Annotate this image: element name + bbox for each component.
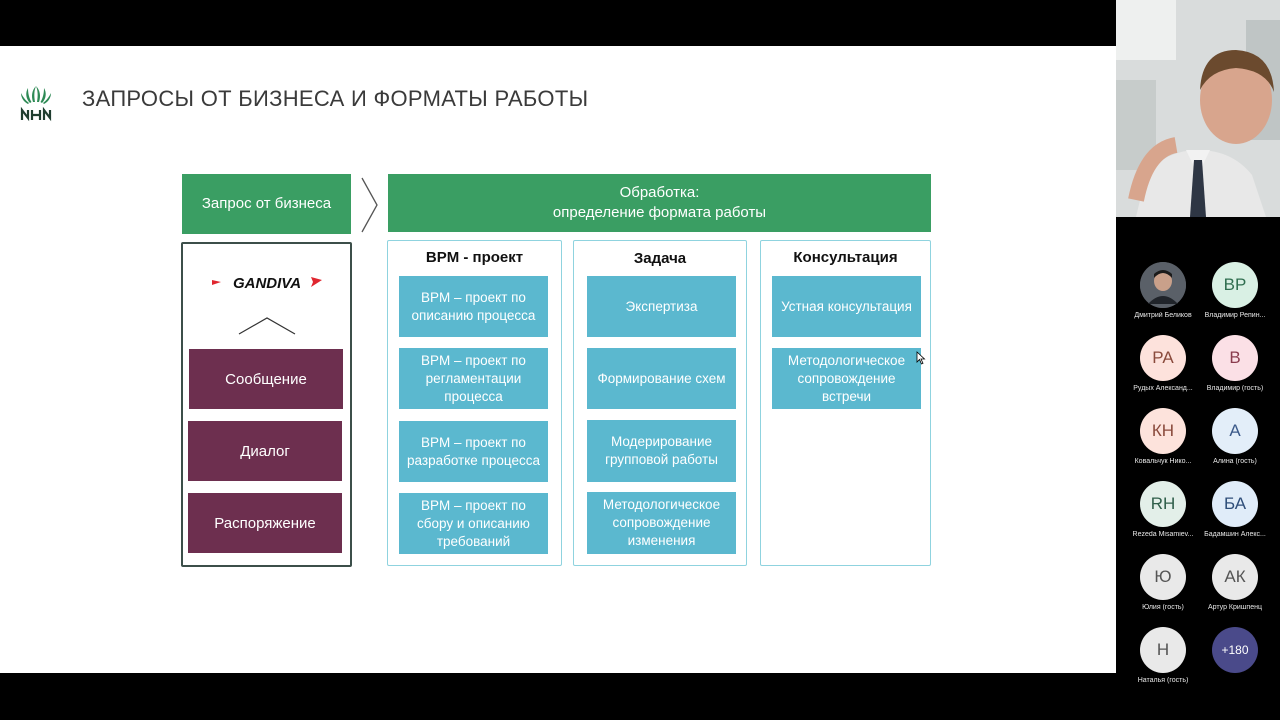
consultation-tile-2: Методологическое сопровождение встречи [772,348,921,409]
slide-title: ЗАПРОСЫ ОТ БИЗНЕСА И ФОРМАТЫ РАБОТЫ [82,86,589,111]
avatar-initials: БА [1223,494,1247,513]
participant-name: Владимир (гость) [1206,385,1264,392]
avatar: АК [1212,554,1258,600]
avatar: А [1212,408,1258,454]
bpm-tile-3: BPM – проект по разработке процесса [399,421,548,482]
participant-tile[interactable]: КН Ковальчук Нико... [1126,408,1200,465]
task-tile-1: Экспертиза [587,276,736,337]
column-title: Консультация [793,249,898,266]
request-item-label: Распоряжение [214,514,316,532]
participant-tile[interactable]: Н Наталья (гость) [1126,627,1200,684]
request-item-label: Сообщение [225,370,307,388]
gandiva-logo: GANDIVA [212,275,322,292]
participant-name: Артур Кришпенц [1207,604,1262,611]
task-tile-2: Формирование схем [587,348,736,409]
avatar: БА [1212,481,1258,527]
avatar: RH [1140,481,1186,527]
caret-up-icon [238,317,296,335]
participant-tile[interactable]: Ю Юлия (гость) [1126,554,1200,611]
participant-tile[interactable]: РА Рудых Александ... [1126,335,1200,392]
avatar-initials: ВР [1223,275,1247,294]
consultation-tile-1: Устная консультация [772,276,921,337]
more-participants-button[interactable]: +180 [1198,627,1272,673]
participant-name: Бадамшин Алекс... [1204,531,1266,538]
avatar: Н [1140,627,1186,673]
participant-name: Дмитрий Беликов [1134,312,1192,319]
more-participants-count: +180 [1221,643,1249,657]
avatar-initials: А [1229,421,1241,440]
participant-name: Владимир Репин... [1204,312,1266,319]
task-tile-4: Методологическое сопровождение изменения [587,492,736,554]
avatar: ВР [1212,262,1258,308]
company-logo-icon [20,86,52,122]
participants-panel: Дмитрий Беликов ВР Владимир Репин... РА … [1116,217,1280,720]
participant-name: Алина (гость) [1213,458,1257,465]
avatar: КН [1140,408,1186,454]
participant-name: Рудых Александ... [1133,385,1193,392]
participant-name: Ковальчук Нико... [1134,458,1192,465]
participant-tile[interactable]: А Алина (гость) [1198,408,1272,465]
user-photo-icon [1140,262,1186,308]
participant-tile[interactable]: RH Rezeda Misamiev... [1126,481,1200,538]
avatar-initials: Ю [1154,567,1172,586]
participant-tile[interactable]: ВР Владимир Репин... [1198,262,1272,319]
avatar-initials: RH [1150,494,1176,513]
bpm-tile-2: BPM – проект по регламентации процесса [399,348,548,409]
avatar: РА [1140,335,1186,381]
avatar: Ю [1140,554,1186,600]
speaker-video-image [1116,0,1280,217]
request-item-message: Сообщение [189,349,343,409]
participant-name: Rezeda Misamiev... [1132,531,1194,538]
avatar-initials: РА [1152,348,1174,367]
task-tile-3: Модерирование групповой работы [587,420,736,482]
request-item-order: Распоряжение [188,493,342,553]
bpm-tile-1: BPM – проект по описанию процесса [399,276,548,337]
avatar-initials: АК [1224,567,1246,586]
active-speaker-video[interactable] [1116,0,1280,217]
participant-name: Юлия (гость) [1142,604,1184,611]
chevron-right-icon [361,177,378,233]
processing-header: Обработка: определение формата работы [388,174,931,232]
more-participants-badge: +180 [1212,627,1258,673]
mouse-cursor-icon [916,351,926,365]
column-title: BPM - проект [425,249,524,266]
request-header-label: Запрос от бизнеса [201,195,332,212]
request-item-dialog: Диалог [188,421,342,481]
avatar-initials: КН [1151,421,1175,440]
participant-tile[interactable]: БА Бадамшин Алекс... [1198,481,1272,538]
request-item-label: Диалог [240,442,290,460]
participant-name: Наталья (гость) [1137,677,1189,684]
processing-header-line2: определение формата работы [552,204,767,221]
processing-header-line1: Обработка: [619,184,700,201]
participant-tile[interactable]: Дмитрий Беликов [1126,262,1200,319]
avatar-initials: В [1229,348,1241,367]
avatar-initials: Н [1156,640,1170,659]
gandiva-logo-text: GANDIVA [233,275,301,292]
bpm-tile-4: BPM – проект по сбору и описанию требова… [399,493,548,554]
presentation-slide: ЗАПРОСЫ ОТ БИЗНЕСА И ФОРМАТЫ РАБОТЫ Запр… [0,46,1116,673]
avatar [1140,262,1186,308]
participant-tile[interactable]: АК Артур Кришпенц [1198,554,1272,611]
participant-tile[interactable]: В Владимир (гость) [1198,335,1272,392]
avatar: В [1212,335,1258,381]
request-header: Запрос от бизнеса [182,174,351,234]
column-title: Задача [633,250,687,267]
